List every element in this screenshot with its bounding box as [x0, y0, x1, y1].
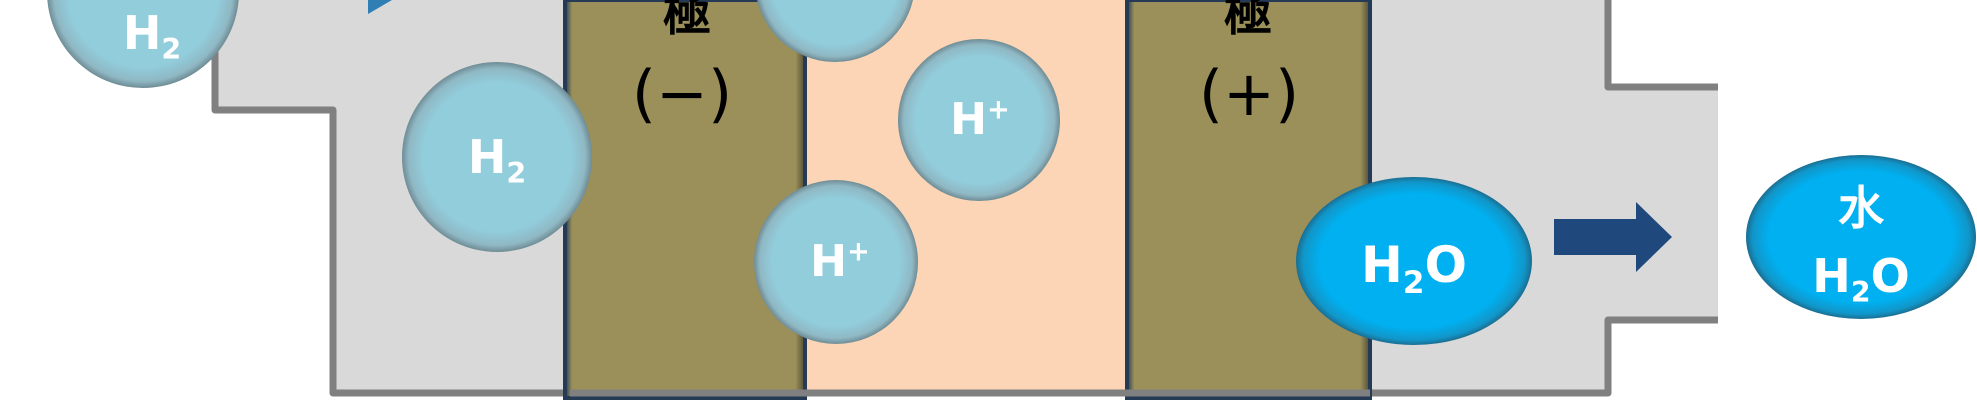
outlet-arrow-icon	[1554, 202, 1672, 272]
cathode-electrode	[1125, 0, 1372, 400]
h-plus-ion-lower	[754, 180, 918, 344]
cathode-kanji: 極	[1223, 0, 1273, 42]
h2-molecule	[402, 62, 592, 252]
inlet-arrow-icon	[368, 0, 392, 14]
water-product	[1746, 155, 1976, 319]
h2o-molecule	[1296, 177, 1532, 345]
h2-label: H2	[467, 129, 527, 191]
h-plus-label-lower: H+	[810, 235, 870, 287]
water-kanji-label: 水	[1838, 180, 1884, 235]
h2o-label: H2O	[1361, 235, 1467, 301]
anode-kanji: 極	[662, 0, 712, 42]
h-plus-label-upper: H+	[950, 93, 1010, 145]
cathode-sign: (+)	[1198, 57, 1300, 130]
anode-sign: (−)	[631, 57, 733, 130]
h-plus-ion-top	[757, 0, 913, 62]
water-formula-label: H2O	[1812, 248, 1910, 310]
h2-label-top: H2	[122, 5, 182, 67]
h-plus-ion-upper	[898, 39, 1060, 201]
h2-molecule-top	[47, 0, 239, 88]
